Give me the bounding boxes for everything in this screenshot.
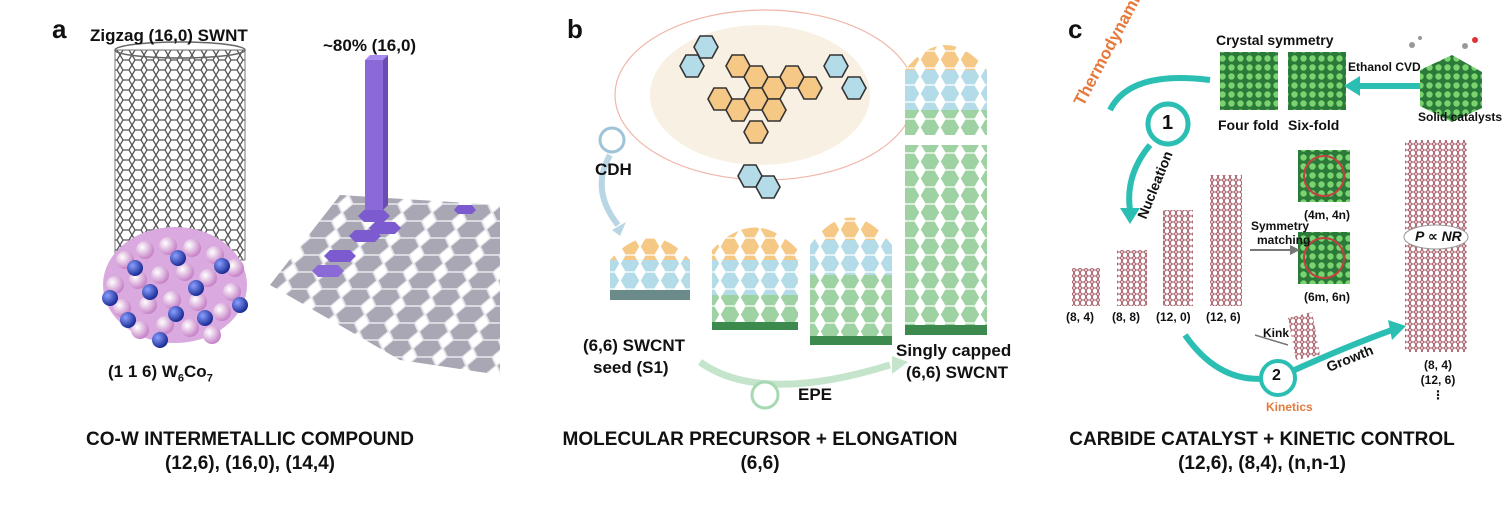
tube-label-8-8: (8, 8) xyxy=(1112,310,1141,324)
catalyst-label: (1 1 6) W6Co7 xyxy=(108,362,213,385)
panel-c-letter: c xyxy=(1068,14,1083,44)
panel-a-caption-line2: (12,6), (16,0), (14,4) xyxy=(164,453,336,474)
right-tube-labels: (8, 4) (12, 6) ⋮ xyxy=(1420,358,1456,402)
solid-catalysts-label: Solid catalysts xyxy=(1418,110,1503,124)
epe-label: EPE xyxy=(798,385,833,404)
intermediate-tube-2 xyxy=(810,217,892,345)
four-fold-label: Four fold xyxy=(1218,117,1279,133)
nanotube-series xyxy=(1072,175,1242,306)
panel-b-letter: b xyxy=(567,14,583,44)
kink-tube xyxy=(1288,312,1320,360)
step1-number: 1 xyxy=(1162,112,1174,134)
tube-label-8-4: (8, 4) xyxy=(1066,310,1095,324)
panel-b-illustration xyxy=(598,9,987,410)
panel-c: c Thermodynamics Crystal symmetry Ethano… xyxy=(1020,0,1504,505)
panel-a-caption: CO-W INTERMETALLIC COMPOUND (12,6), (16,… xyxy=(0,428,500,476)
panel-b-caption-line1: MOLECULAR PRECURSOR + ELONGATION xyxy=(562,429,958,450)
tube-12-0 xyxy=(1163,210,1193,306)
crystal-symmetry-label: Crystal symmetry xyxy=(1216,32,1334,48)
panel-a: a Zigzag (16,0) SWNT ~80% (16,0) (1 1 6)… xyxy=(0,0,500,505)
tube-12-6 xyxy=(1210,175,1242,306)
panel-a-letter: a xyxy=(52,14,67,44)
panel-c-caption-line2: (12,6), (8,4), (n,n-1) xyxy=(1178,453,1346,474)
panel-a-illustration xyxy=(102,41,500,375)
crystal-6m6n xyxy=(1298,232,1350,284)
tube-8-8 xyxy=(1117,250,1147,306)
kink-label: Kink xyxy=(1263,326,1290,340)
panel-c-caption: CARBIDE CATALYST + KINETIC CONTROL (12,6… xyxy=(1020,428,1504,476)
seed-label: (6,6) SWCNT seed (S1) xyxy=(583,336,685,377)
pnr-label: P ∝ NR xyxy=(1415,228,1462,244)
six-fold-crystal xyxy=(1288,52,1346,110)
intermediate-tube-1 xyxy=(712,227,798,330)
four-fold-crystal xyxy=(1220,52,1278,110)
symmetry-matching-label: Symmetry matching xyxy=(1251,219,1311,247)
distribution-bars xyxy=(312,55,476,277)
kinetics-label: Kinetics xyxy=(1266,400,1313,414)
seed-cap xyxy=(610,237,690,300)
label-4m4n: (4m, 4n) xyxy=(1304,208,1351,222)
hexagon-plate xyxy=(270,195,500,375)
peak-label: ~80% (16,0) xyxy=(323,36,417,55)
tube-label: Zigzag (16,0) SWNT xyxy=(90,26,248,45)
panel-b-caption: MOLECULAR PRECURSOR + ELONGATION (6,6) xyxy=(500,428,1020,476)
step2-number: 2 xyxy=(1272,367,1281,384)
bar-16-0 xyxy=(365,60,383,210)
tube-label-12-6: (12, 6) xyxy=(1206,310,1241,324)
precursor-molecule xyxy=(679,35,867,199)
catalyst-particle xyxy=(102,227,248,348)
step1-circle xyxy=(1145,101,1191,147)
label-6m6n: (6m, 6n) xyxy=(1304,290,1351,304)
final-tube-cap xyxy=(905,45,987,135)
panel-a-caption-line1: CO-W INTERMETALLIC COMPOUND xyxy=(86,429,414,450)
step2-circle xyxy=(1259,359,1297,397)
panel-b-caption-line2: (6,6) xyxy=(740,453,780,474)
zigzag-nanotube xyxy=(114,49,246,261)
crystal-4m4n xyxy=(1298,150,1350,202)
product-label: Singly capped (6,6) SWCNT xyxy=(896,341,1012,382)
tube-8-4 xyxy=(1072,268,1100,306)
panel-c-caption-line1: CARBIDE CATALYST + KINETIC CONTROL xyxy=(1069,429,1455,450)
solid-catalyst-cube xyxy=(1420,55,1482,122)
panel-b: b CDH (6,6) SWCNT seed (S1) EPE Singly c… xyxy=(500,0,1020,505)
cdh-label: CDH xyxy=(595,160,632,179)
final-tube-body xyxy=(905,145,987,325)
tube-label-12-0: (12, 0) xyxy=(1156,310,1191,324)
six-fold-label: Six-fold xyxy=(1288,117,1340,133)
ethanol-cvd-label: Ethanol CVD xyxy=(1348,60,1421,74)
panel-c-illustration xyxy=(1072,36,1482,397)
